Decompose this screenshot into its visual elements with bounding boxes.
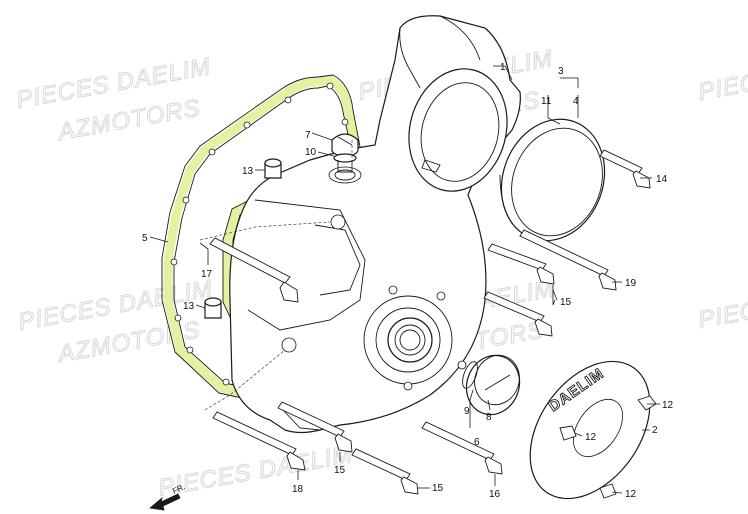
crankcase-cover-part-1 — [229, 15, 521, 434]
callout-12-middle: 12 — [585, 432, 597, 443]
emblem-plate-part-2: DAELIM — [529, 360, 651, 500]
callout-13-upper: 13 — [242, 166, 254, 177]
callout-15-bottom-right: 15 — [432, 483, 444, 494]
callout-12-lower: 12 — [625, 489, 637, 500]
callout-15-bottom: 15 — [334, 465, 346, 476]
callout-19: 19 — [625, 278, 637, 289]
front-arrow-icon — [149, 493, 181, 511]
callout-17: 17 — [201, 269, 213, 280]
watermark-pieces-daelim-6: PIECES DAELIM — [696, 273, 748, 334]
callout-5: 5 — [142, 233, 148, 244]
alignment-lines — [199, 140, 353, 411]
callout-9: 9 — [464, 406, 470, 417]
oil-filler-plug-part-7 — [331, 133, 359, 173]
callout-8: 8 — [486, 412, 492, 423]
callout-4: 4 — [573, 96, 579, 107]
gasket-part-5 — [161, 74, 362, 399]
callout-7: 7 — [305, 130, 311, 141]
watermark-pieces-daelim-3: PIECES DAELIM — [696, 45, 748, 106]
watermark-daelim-7: PIECES DAELIM — [156, 441, 355, 502]
leader-lines — [149, 65, 660, 494]
callout-3: 3 — [558, 66, 564, 77]
callout-11: 11 — [541, 96, 552, 107]
callout-16: 16 — [489, 489, 501, 500]
callout-18: 18 — [292, 484, 304, 495]
callout-12-upper: 12 — [662, 400, 674, 411]
dowel-pins-part-13 — [204, 158, 282, 319]
callout-2: 2 — [652, 425, 658, 436]
callout-15-right: 15 — [560, 297, 572, 308]
callout-13-lower: 13 — [183, 301, 195, 312]
callout-1: 1 — [500, 62, 506, 73]
callout-6: 6 — [474, 437, 480, 448]
bolts-group — [209, 149, 657, 499]
callout-10: 10 — [305, 147, 317, 158]
callout-14: 14 — [656, 174, 668, 185]
callout-labels: 1 2 3 4 5 6 7 8 9 10 11 12 12 12 13 13 1… — [142, 62, 674, 500]
